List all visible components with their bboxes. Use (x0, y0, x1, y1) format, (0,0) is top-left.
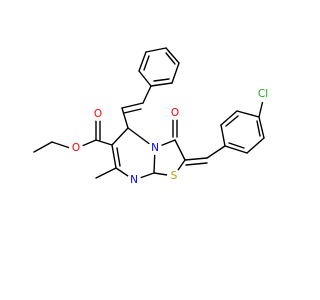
bond (171, 62, 180, 84)
bond (138, 51, 147, 72)
bond (95, 139, 113, 146)
chlorophenyl-ring (220, 99, 265, 154)
label-mask (69, 141, 83, 155)
label-mask (148, 141, 162, 155)
bond (123, 108, 142, 114)
bond (220, 124, 226, 147)
label-mask (168, 106, 182, 120)
bond (228, 142, 245, 149)
bond (81, 139, 97, 147)
bond (33, 141, 53, 153)
bond (256, 120, 261, 137)
benzylidene-linker (184, 145, 226, 166)
chlorine-label: Cl (258, 88, 268, 100)
bond (142, 85, 152, 104)
phenyl-ring (138, 47, 180, 87)
label-mask (167, 169, 181, 183)
bond (121, 102, 144, 109)
bond (258, 99, 264, 118)
bond (150, 82, 173, 87)
vinyl-linker (121, 85, 152, 129)
bond (116, 147, 121, 167)
bond (184, 157, 208, 161)
imine-nitrogen-label: N (130, 174, 138, 186)
bond (236, 110, 260, 118)
atom-labels: Cl O O O N N S (69, 86, 271, 187)
ethyl-ester (33, 119, 113, 153)
bond (145, 47, 167, 53)
bond (174, 139, 186, 161)
methyl-bond (95, 167, 117, 179)
bond (246, 137, 265, 154)
carbonyl-oxygen-label: O (94, 108, 102, 120)
bond (111, 127, 129, 146)
bond (121, 107, 129, 129)
bond (258, 116, 265, 139)
pyrimidine-ring (111, 127, 156, 181)
bond (153, 78, 170, 82)
bond (165, 47, 180, 64)
ether-oxygen-label: O (72, 142, 80, 154)
bond (138, 70, 152, 87)
label-mask (91, 107, 105, 121)
bonds-layer (33, 47, 265, 181)
bond (185, 162, 208, 166)
label-mask (127, 173, 141, 187)
ketone-oxygen-label: O (171, 107, 179, 119)
sulfur-label: S (171, 170, 178, 182)
bond (220, 110, 238, 126)
bond (165, 52, 176, 65)
bond (224, 145, 248, 154)
label-mask (255, 86, 271, 102)
bond (51, 141, 71, 149)
bond (225, 115, 239, 127)
molecule-structure-diagram: Cl O O O N N S (33, 47, 271, 187)
bond (206, 145, 226, 159)
bond (143, 55, 150, 71)
ring-nitrogen-label: N (151, 142, 159, 154)
bond (111, 144, 117, 169)
structure-canvas: Cl O O O N N S (33, 47, 271, 187)
